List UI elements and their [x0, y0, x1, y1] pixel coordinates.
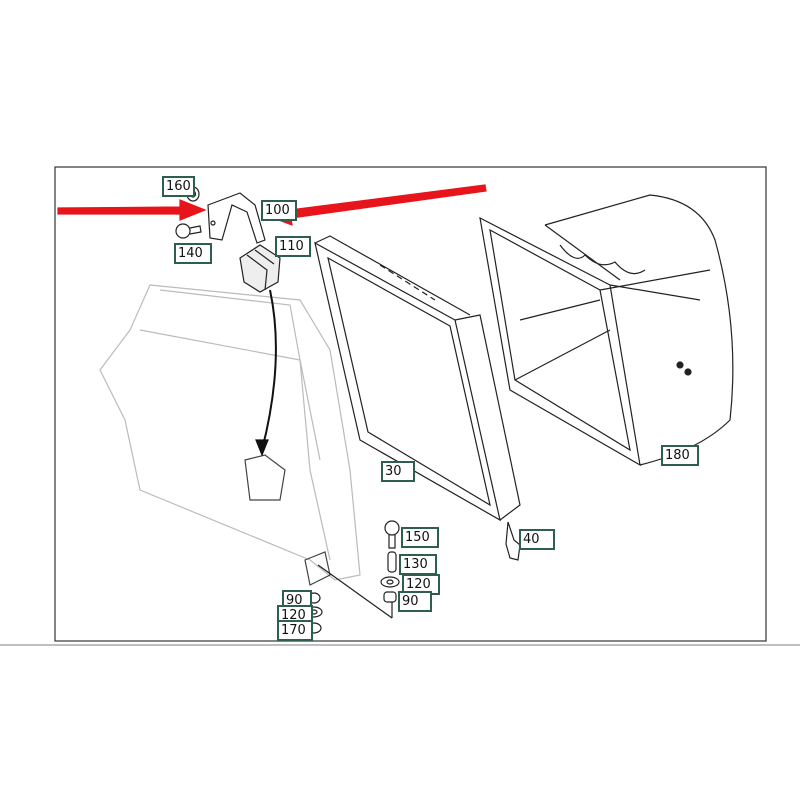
callout-170-left: 170 — [277, 620, 313, 641]
callout-100: 100 — [261, 200, 297, 221]
red-arrow-left — [57, 199, 207, 221]
callout-110: 110 — [275, 236, 311, 257]
callout-180: 180 — [661, 445, 699, 466]
callout-150: 150 — [401, 527, 439, 548]
fan-shroud-180 — [479, 194, 734, 467]
drain-plug-40 — [505, 521, 521, 561]
callout-140: 140 — [174, 243, 212, 264]
callout-120-right: 120 — [402, 574, 440, 595]
fastener-stack-right — [317, 520, 400, 619]
callout-30: 30 — [381, 461, 415, 482]
callout-160: 160 — [162, 176, 195, 197]
bracket-100 — [207, 192, 266, 244]
red-arrow-right — [263, 184, 487, 226]
callout-40: 40 — [519, 529, 555, 550]
bolt-140 — [175, 223, 202, 239]
diagram-frame — [54, 166, 767, 642]
callout-90-right: 90 — [398, 591, 432, 612]
radiator-module-left — [99, 284, 361, 581]
radiator-30 — [314, 235, 521, 522]
cap-110 — [239, 244, 281, 293]
install-arrow — [261, 289, 277, 451]
radiator-module-front — [244, 454, 331, 586]
callout-130: 130 — [399, 554, 437, 575]
